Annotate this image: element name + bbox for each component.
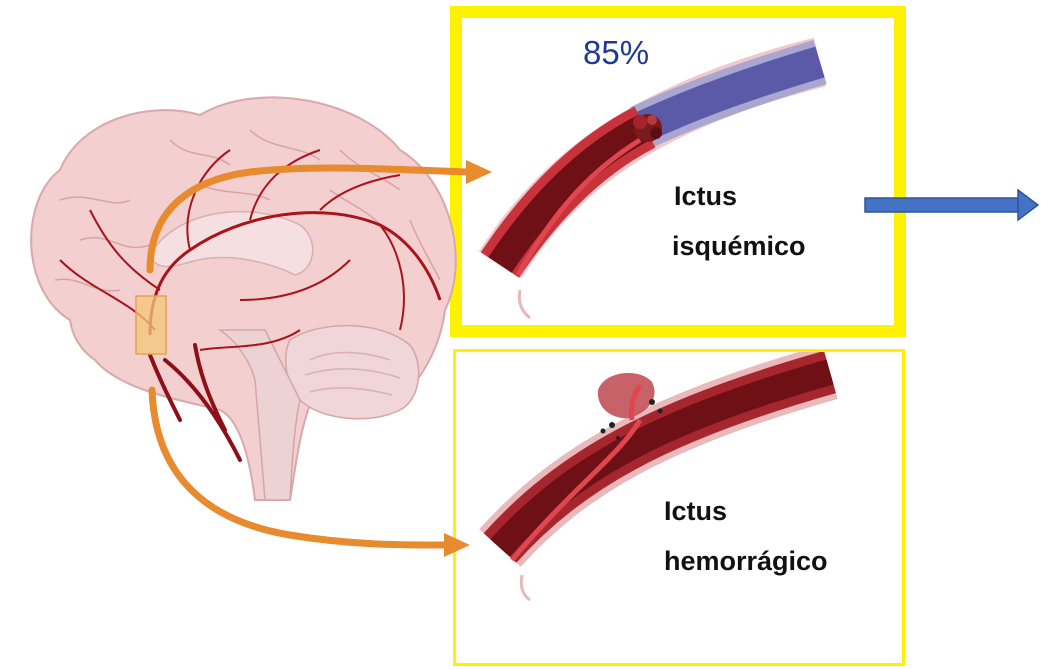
arrow-right-icon	[865, 190, 1038, 220]
ischemic-percentage: 85%	[583, 34, 649, 72]
hemorrhagic-label-line2: hemorrágico	[664, 543, 828, 579]
arrow-head-bottom-icon	[444, 533, 470, 557]
ischemic-vessel	[500, 62, 820, 318]
ischemic-label-line1: Ictus	[674, 178, 737, 214]
ischemic-label-line2: isquémico	[672, 228, 806, 264]
hemorrhagic-label-line1: Ictus	[664, 493, 727, 529]
brain-illustration	[31, 97, 456, 500]
arrow-head-top-icon	[466, 160, 492, 184]
